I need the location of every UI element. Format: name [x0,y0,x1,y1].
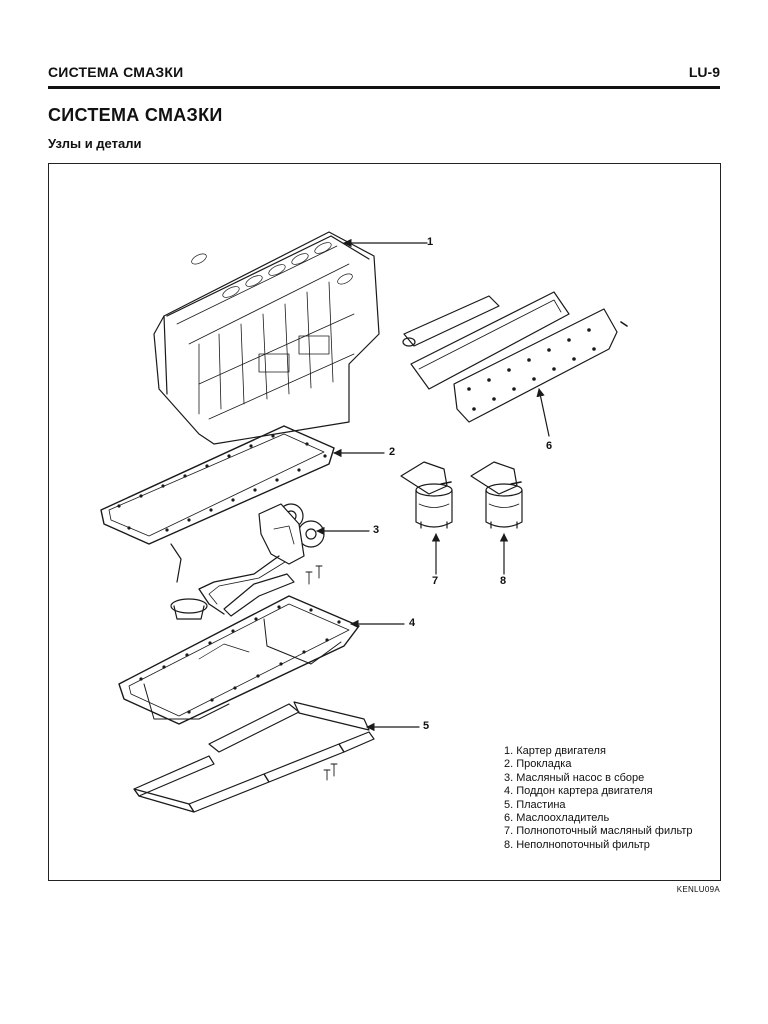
figure-code: KENLU09A [676,885,720,894]
parts-exploded-diagram [100,231,628,813]
callout-7: 7 [432,575,439,587]
legend-item: 3. Масляный насос в сборе [504,771,645,784]
header-rule [48,86,720,89]
legend-item: 4. Поддон картера двигателя [504,785,653,798]
legend-item: 6. Маслоохладитель [504,812,610,825]
gasket-drawing [100,425,335,545]
legend-item: 1. Картер двигателя [504,745,606,757]
page-header: СИСТЕМА СМАЗКИ LU-9 [48,64,720,84]
full-flow-filter-drawing [400,461,453,529]
parts-legend: 1. Картер двигателя 2. Прокладка 3. Масл… [504,745,693,852]
legend-item: 8. Неполнопоточный фильтр [504,838,650,851]
callout-6-leader [536,388,550,437]
oil-cooler-drawing [402,291,628,423]
parts-diagram-frame: 1 2 3 4 5 6 7 8 1. Картер двигателя 2. П… [48,163,721,881]
page-title: СИСТЕМА СМАЗКИ [48,105,223,125]
legend-item: 7. Полнопоточный масляный фильтр [504,825,693,838]
callout-4: 4 [409,617,416,629]
legend-item: 5. Пластина [504,798,566,811]
legend-item: 2. Прокладка [504,758,572,771]
oil-pan-drawing [118,595,360,725]
engine-block-drawing [153,231,380,445]
callout-3: 3 [373,524,380,536]
section-title: Узлы и детали [48,136,142,151]
header-page-code: LU-9 [688,64,720,80]
callout-5: 5 [423,720,430,732]
callout-6: 6 [546,440,553,452]
callout-2: 2 [389,446,396,458]
oil-pump-drawing [170,503,325,620]
bypass-filter-drawing [470,461,523,529]
callout-1: 1 [427,236,434,248]
header-section-title: СИСТЕМА СМАЗКИ [48,64,184,80]
callout-8: 8 [500,575,507,587]
